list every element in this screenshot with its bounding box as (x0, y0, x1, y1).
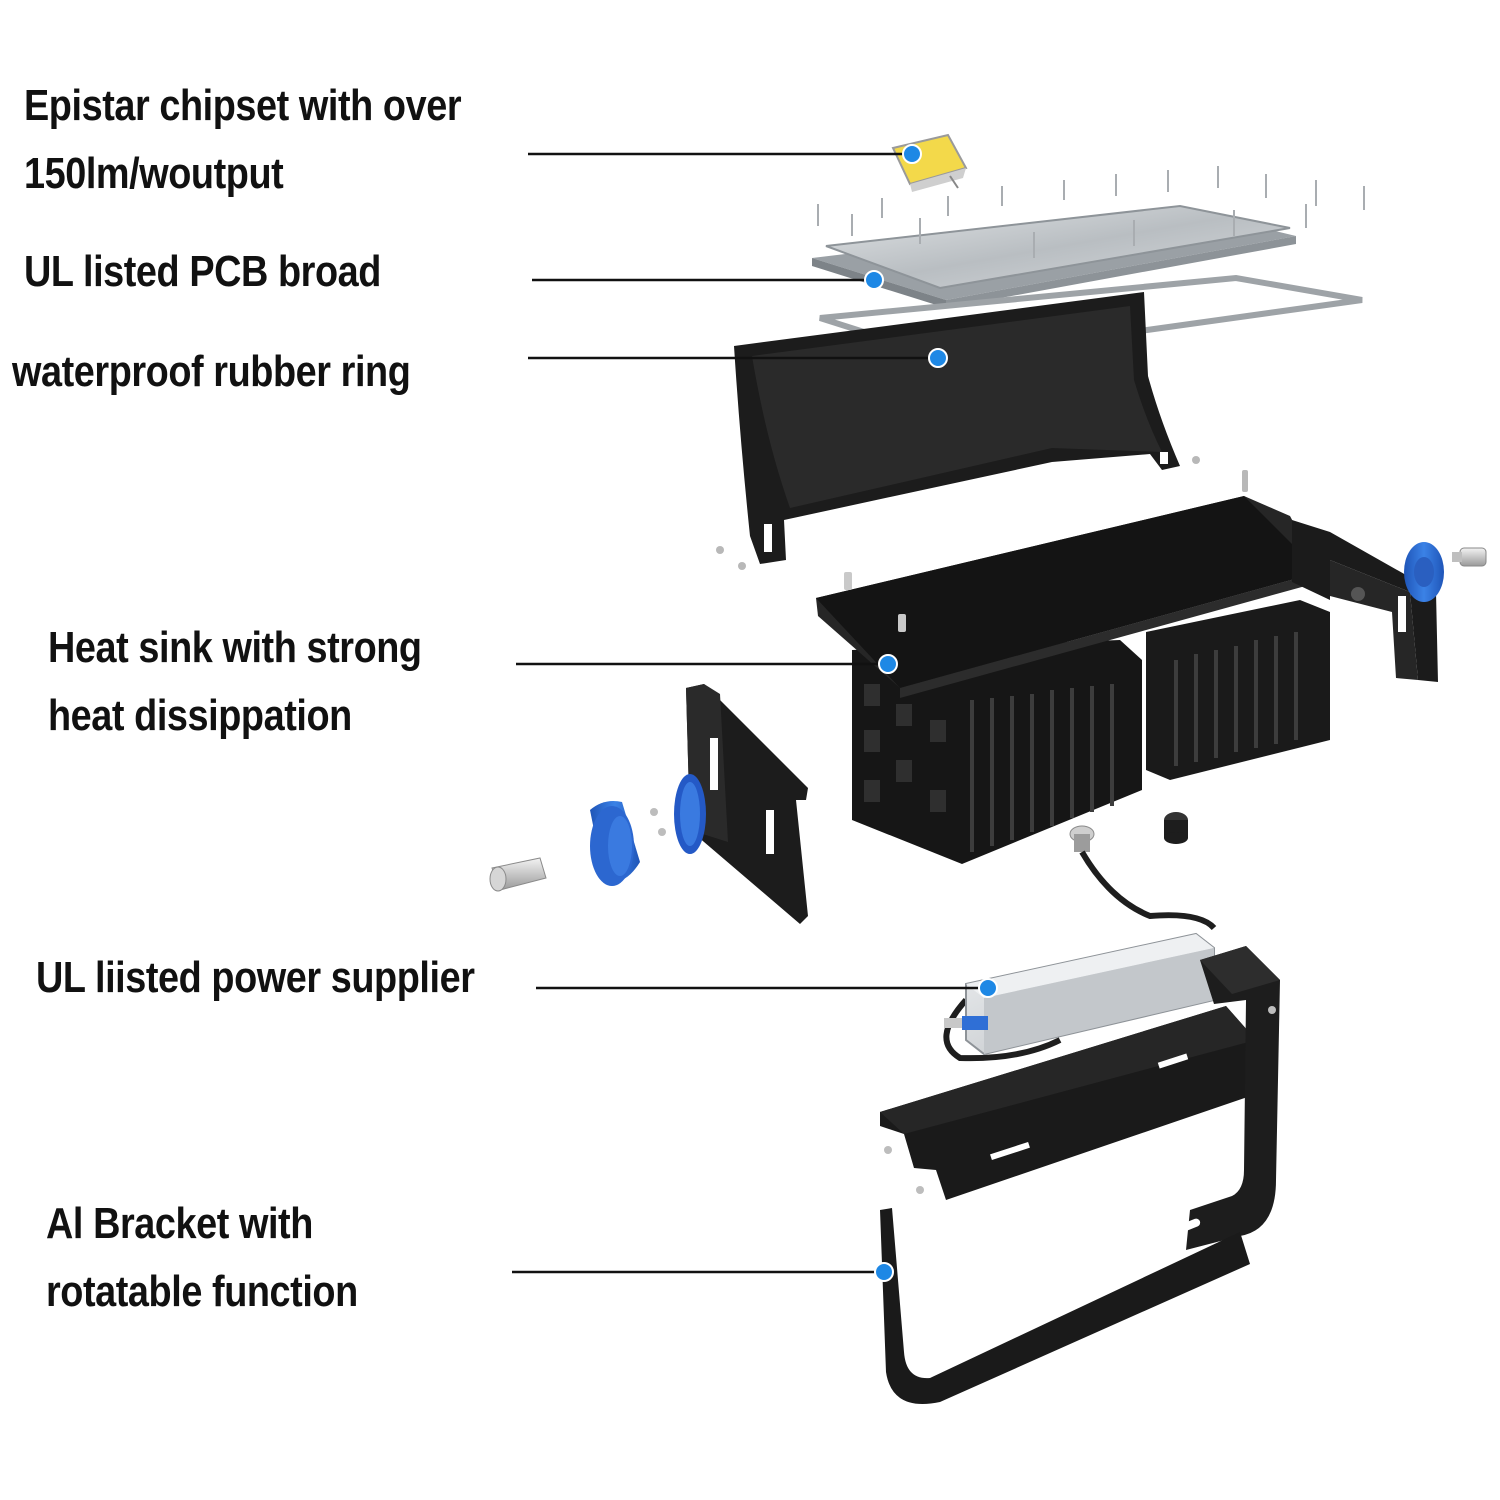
housing-visor (734, 292, 1180, 564)
label-chipset-line-1: Epistar chipset with over (24, 81, 462, 130)
heat-sink (816, 496, 1330, 864)
label-bracket-line-1: Al Bracket with (46, 1199, 313, 1248)
tiny-screws (650, 808, 666, 836)
label-heatsink-line-1: Heat sink with strong (48, 623, 422, 672)
label-pcb: UL listed PCB broad (24, 238, 381, 306)
callout-dot-heatsink (878, 654, 898, 674)
label-chipset-line-2: 150lm/woutput (24, 149, 284, 198)
callout-dot-power (978, 978, 998, 998)
left-bolt (489, 857, 547, 892)
power-supply (943, 850, 1217, 1062)
bracket-screws (884, 1006, 1276, 1194)
rubber-cap (1164, 812, 1188, 844)
callout-dot-bracket (874, 1262, 894, 1282)
led-chip (891, 133, 968, 192)
label-pcb-line-1: UL listed PCB broad (24, 247, 381, 296)
label-power: UL liisted power supplier (36, 944, 475, 1012)
label-ring: waterproof rubber ring (12, 338, 411, 406)
callout-dot-chipset (902, 144, 922, 164)
u-bracket (880, 946, 1280, 1404)
label-heatsink-line-2: heat dissippation (48, 691, 352, 740)
small-screws (716, 456, 1248, 570)
right-knob (1404, 542, 1444, 602)
callout-dot-pcb (864, 270, 884, 290)
label-ring-line-1: waterproof rubber ring (12, 347, 411, 396)
label-power-line-1: UL liisted power supplier (36, 953, 475, 1002)
left-gear (674, 774, 706, 854)
callout-dot-ring (928, 348, 948, 368)
right-bolt (1452, 547, 1487, 567)
right-side-plate (1292, 520, 1438, 682)
left-knob (590, 801, 640, 886)
label-chipset: Epistar chipset with over 150lm/woutput (24, 72, 462, 208)
callout-dots (864, 144, 998, 1282)
label-heatsink: Heat sink with strong heat dissippation (48, 614, 422, 750)
leader-lines (512, 152, 988, 1274)
label-bracket: Al Bracket with rotatable function (46, 1190, 358, 1326)
cable-gland (1069, 825, 1095, 852)
label-bracket-line-2: rotatable function (46, 1267, 358, 1316)
